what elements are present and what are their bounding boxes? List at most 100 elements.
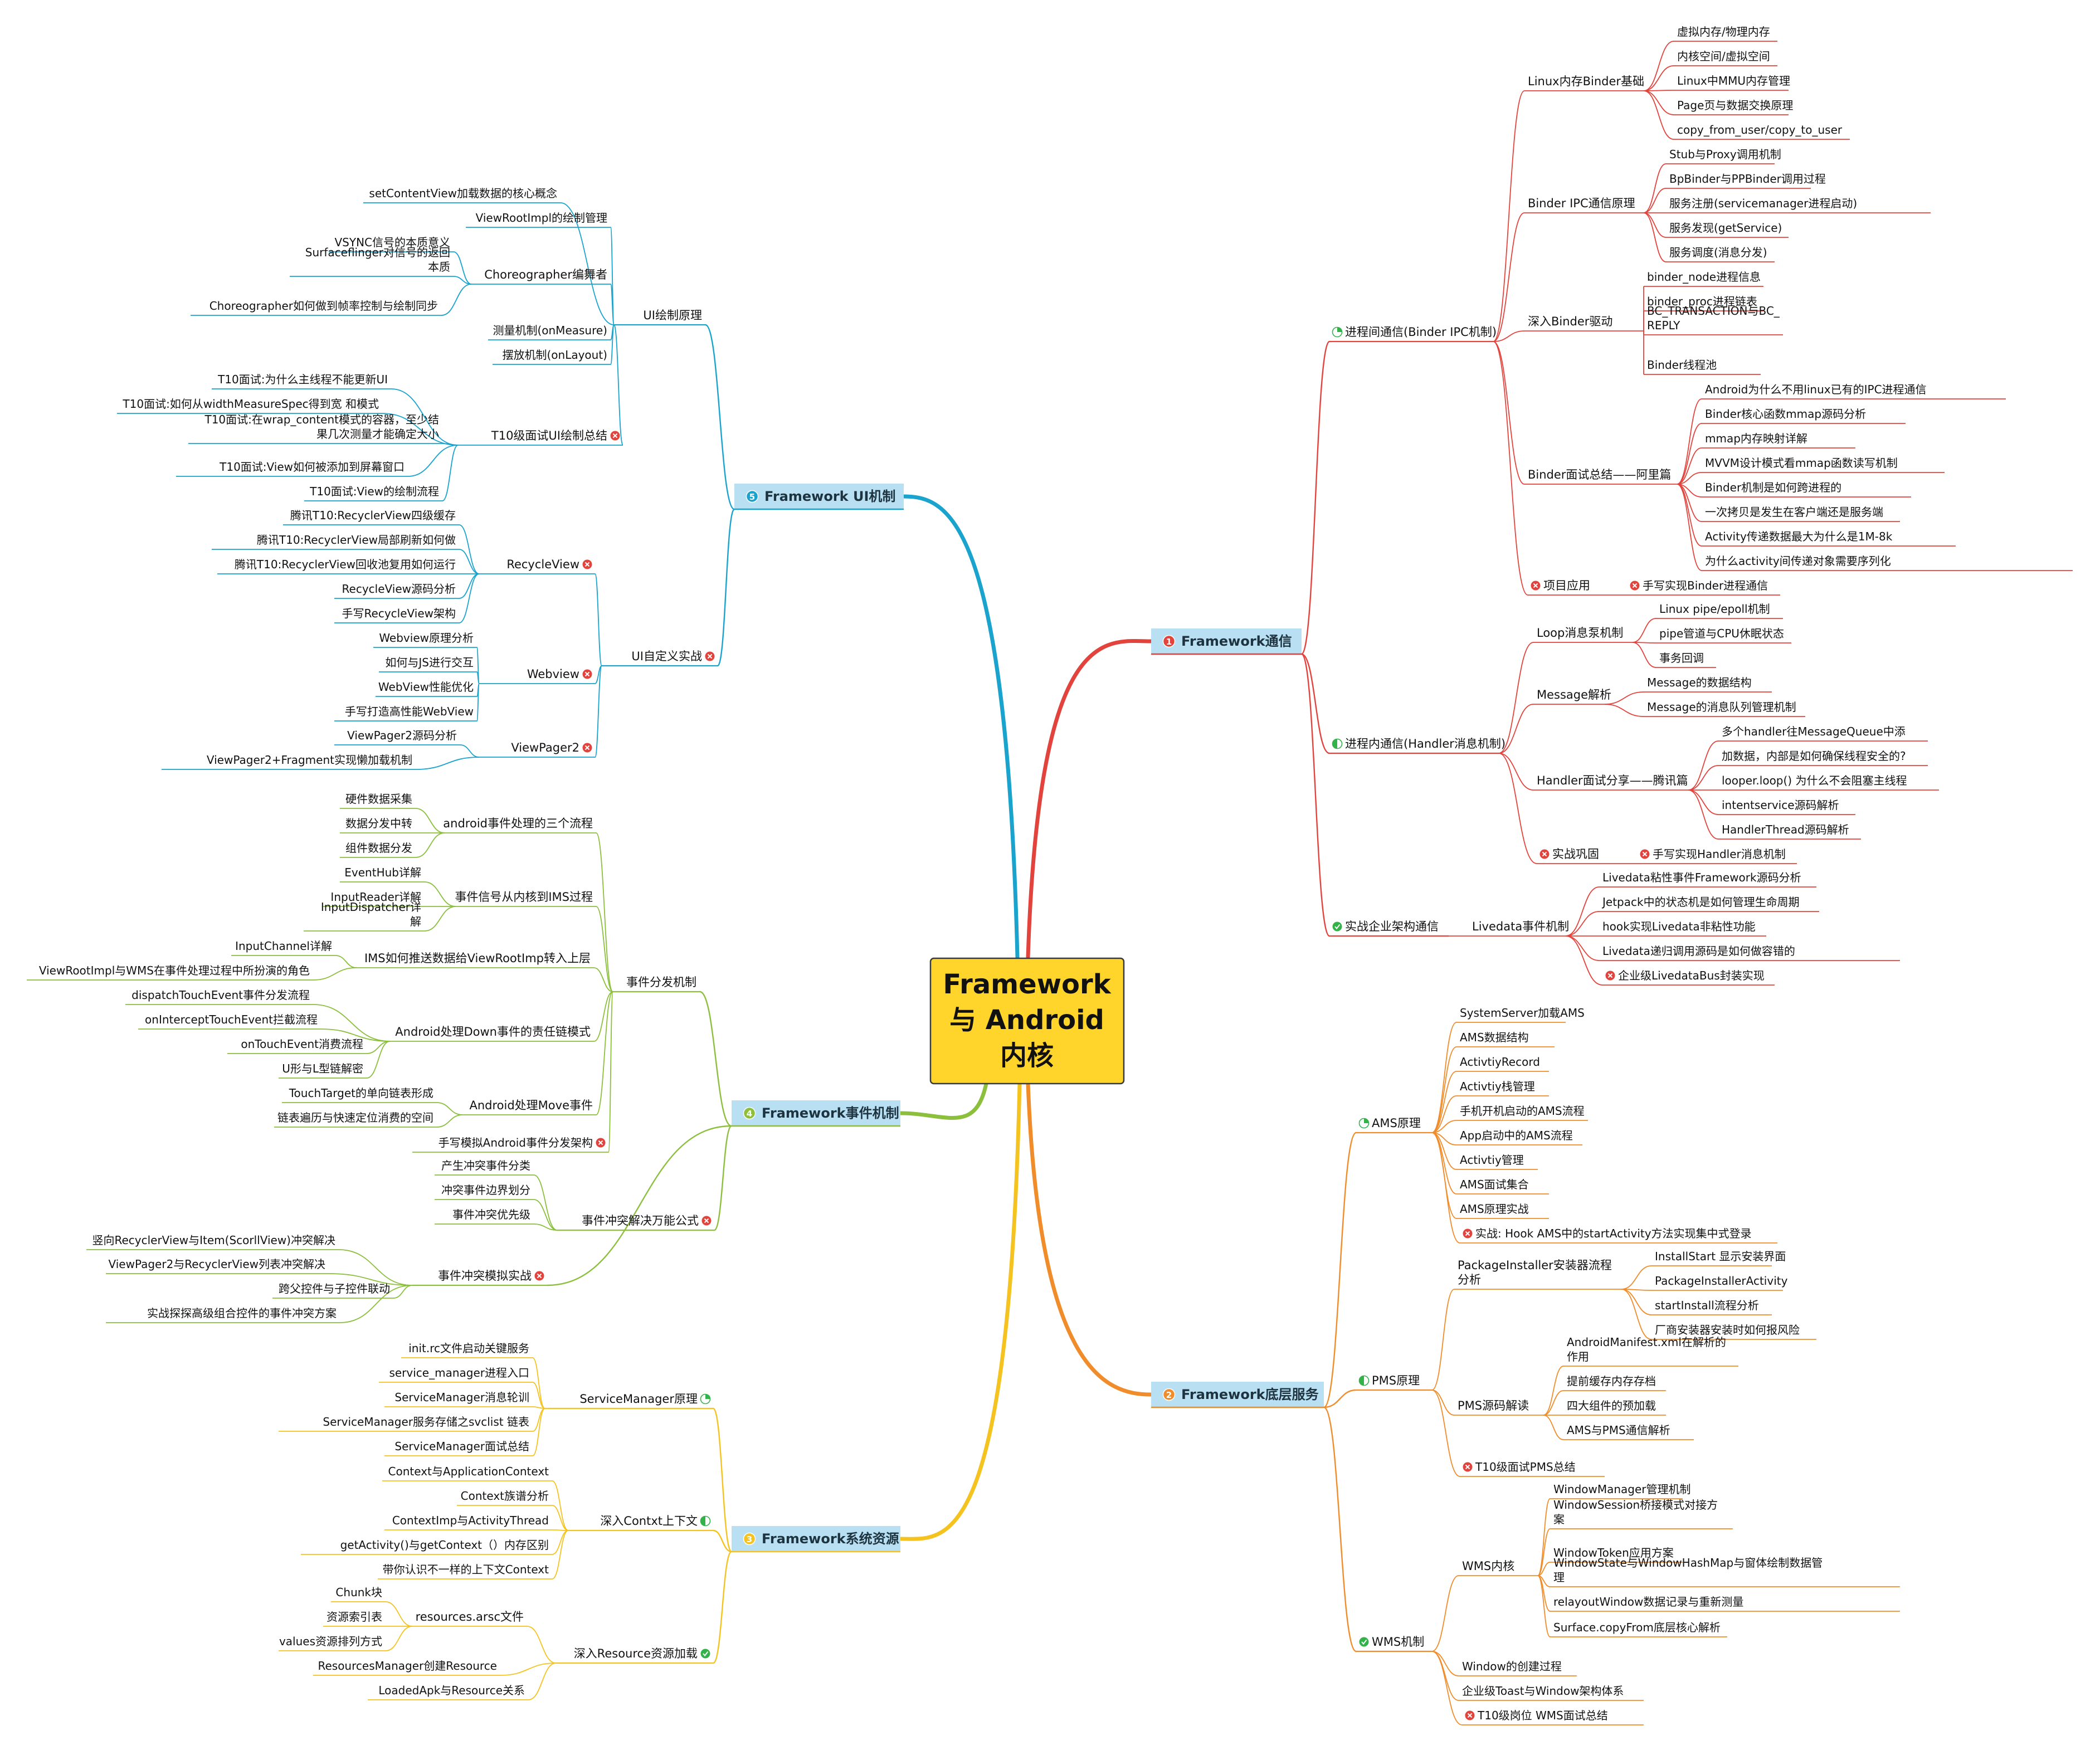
topic-node[interactable]: getActivity()与getContext（）内存区别 — [340, 1538, 549, 1552]
topic-node[interactable]: App启动中的AMS流程 — [1460, 1129, 1573, 1142]
topic-node[interactable]: values资源排列方式 — [279, 1635, 382, 1648]
topic-node[interactable]: WindowSession桥接模式对接方案 — [1553, 1498, 1718, 1526]
topic-node[interactable]: 事件分发机制 — [626, 976, 696, 989]
topic-node[interactable]: InputChannel详解 — [235, 939, 332, 953]
topic-node[interactable]: Chunk块 — [335, 1586, 382, 1599]
topic-node[interactable]: Context族谱分析 — [461, 1489, 549, 1503]
topic-node[interactable]: VSYNC信号的本质意义 — [334, 236, 450, 249]
topic-node[interactable]: Binder面试总结——阿里篇 — [1528, 468, 1671, 481]
topic-node[interactable]: 事务回调 — [1659, 651, 1704, 665]
topic-node[interactable]: 摆放机制(onLayout) — [502, 348, 607, 362]
topic-node[interactable]: IMS如何推送数据给ViewRootImp转入上层 — [364, 952, 591, 965]
topic-node[interactable]: 深入Resource资源加载 — [574, 1647, 698, 1660]
topic-node[interactable]: onTouchEvent消费流程 — [241, 1037, 363, 1051]
topic-node[interactable]: Loop消息泵机制 — [1537, 626, 1623, 640]
topic-node[interactable]: 虚拟内存/物理内存 — [1677, 25, 1770, 38]
topic-node[interactable]: Handler面试分享——腾讯篇 — [1537, 774, 1688, 787]
topic-node[interactable]: Message解析 — [1537, 688, 1611, 701]
topic-node[interactable]: Binder IPC通信原理 — [1528, 197, 1635, 210]
topic-node[interactable]: Activity传递数据最大为什么是1M-8k — [1705, 530, 1893, 543]
topic-node[interactable]: 手写实现Handler消息机制 — [1653, 847, 1786, 861]
topic-node[interactable]: 服务调度(消息分发) — [1669, 246, 1767, 259]
topic-node[interactable]: 数据分发中转 — [345, 817, 412, 830]
topic-node[interactable]: 内核空间/虚拟空间 — [1677, 50, 1770, 63]
topic-node[interactable]: T10面试:View如何被添加到屏幕窗口 — [219, 460, 405, 474]
topic-node[interactable]: T10级岗位 WMS面试总结 — [1477, 1709, 1608, 1722]
topic-node[interactable]: ActivtiyRecord — [1460, 1055, 1540, 1069]
topic-node[interactable]: MVVM设计模式看mmap函数读写机制 — [1705, 456, 1898, 470]
topic-node[interactable]: Message的数据结构 — [1647, 676, 1752, 689]
topic-node[interactable]: Choreographer如何做到帧率控制与绘制同步 — [209, 299, 438, 313]
topic-node[interactable]: AMS与PMS通信解析 — [1567, 1423, 1670, 1437]
topic-node[interactable]: 实战巩固 — [1552, 847, 1599, 861]
topic-node[interactable]: WindowState与WindowHashMap与窗体绘制数据管理 — [1553, 1556, 1823, 1584]
topic-node[interactable]: Android处理Down事件的责任链模式 — [395, 1025, 591, 1039]
topic-node[interactable]: PMS源码解读 — [1458, 1399, 1529, 1412]
topic-node[interactable]: RecycleView — [506, 558, 579, 571]
topic-node[interactable]: 进程间通信(Binder IPC机制) — [1345, 325, 1497, 339]
topic-node[interactable]: copy_from_user/copy_to_user — [1677, 123, 1843, 136]
topic-node[interactable]: InputDispatcher详解 — [321, 900, 421, 928]
topic-node[interactable]: ViewRootImpl与WMS在事件处理过程中所扮演的角色 — [39, 964, 310, 977]
topic-node[interactable]: BC_TRANSACTION与BC_REPLY — [1647, 304, 1780, 332]
topic-node[interactable]: Choreographer编舞者 — [484, 268, 607, 281]
topic-node[interactable]: 事件冲突模拟实战 — [438, 1269, 532, 1283]
topic-node[interactable]: EventHub详解 — [344, 866, 421, 879]
topic-node[interactable]: PMS原理 — [1372, 1374, 1420, 1387]
topic-node[interactable]: pipe管道与CPU休眠状态 — [1659, 627, 1784, 640]
topic-node[interactable]: T10级面试UI绘制总结 — [491, 429, 607, 442]
topic-node[interactable]: Webview — [527, 667, 579, 681]
topic-node[interactable]: 多个handler往MessageQueue中添 — [1722, 725, 1906, 738]
topic-node[interactable]: 测量机制(onMeasure) — [493, 324, 607, 337]
topic-node[interactable]: T10面试:如何从widthMeasureSpec得到宽 和模式 — [122, 397, 379, 411]
topic-node[interactable]: UI自定义实战 — [631, 650, 702, 663]
topic-node[interactable]: Binder机制是如何跨进程的 — [1705, 481, 1841, 494]
topic-node[interactable]: ViewPager2+Fragment实现懒加载机制 — [207, 753, 412, 767]
topic-node[interactable]: relayoutWindow数据记录与重新测量 — [1553, 1595, 1743, 1608]
topic-node[interactable]: T10面试:View的绘制流程 — [309, 485, 439, 498]
topic-node[interactable]: binder_proc进程链表 — [1647, 295, 1757, 308]
topic-node[interactable]: AMS原理实战 — [1460, 1202, 1529, 1216]
topic-node[interactable]: 企业级Toast与Window架构体系 — [1462, 1684, 1624, 1698]
topic-node[interactable]: 企业级LivedataBus封装实现 — [1618, 969, 1765, 982]
topic-node[interactable]: 手写实现Binder进程通信 — [1643, 579, 1768, 592]
topic-node[interactable]: binder_node进程信息 — [1647, 270, 1761, 284]
topic-node[interactable]: Jetpack中的状态机是如何管理生命周期 — [1601, 895, 1800, 909]
topic-node[interactable]: SystemServer加载AMS — [1460, 1006, 1585, 1020]
topic-node[interactable]: hook实现Livedata非粘性功能 — [1602, 920, 1756, 933]
topic-node[interactable]: Context与ApplicationContext — [388, 1465, 549, 1478]
topic-node[interactable]: 事件冲突优先级 — [452, 1208, 530, 1221]
topic-node[interactable]: LoadedApk与Resource关系 — [378, 1684, 525, 1697]
topic-node[interactable]: 产生冲突事件分类 — [441, 1159, 530, 1172]
topic-node[interactable]: Linux pipe/epoll机制 — [1659, 602, 1770, 616]
topic-node[interactable]: Page页与数据交换原理 — [1677, 99, 1793, 112]
topic-node[interactable]: Activtiy栈管理 — [1460, 1080, 1535, 1093]
topic-node[interactable]: 跨父控件与子控件联动 — [279, 1282, 390, 1295]
topic-node[interactable]: 提前缓存内存存档 — [1567, 1374, 1656, 1388]
topic-node[interactable]: Linux内存Binder基础 — [1528, 75, 1644, 88]
topic-node[interactable]: 竖向RecyclerView与Item(ScorllView)冲突解决 — [92, 1234, 335, 1247]
topic-node[interactable]: InstallStart 显示安装界面 — [1655, 1250, 1786, 1263]
topic-node[interactable]: Livedata递归调用源码是如何做容错的 — [1602, 944, 1795, 958]
topic-node[interactable]: 实战探探高级组合控件的事件冲突方案 — [147, 1306, 337, 1320]
topic-node[interactable]: BpBinder与PPBinder调用过程 — [1669, 172, 1826, 186]
topic-node[interactable]: resources.arsc文件 — [416, 1610, 524, 1624]
topic-node[interactable]: 项目应用 — [1543, 579, 1590, 592]
topic-node[interactable]: 链表遍历与快速定位消费的空间 — [277, 1111, 433, 1124]
topic-node[interactable]: 实战企业架构通信 — [1345, 920, 1439, 933]
topic-node[interactable]: AMS数据结构 — [1460, 1031, 1529, 1044]
topic-node[interactable]: WMS内核 — [1462, 1559, 1514, 1573]
topic-node[interactable]: 如何与JS进行交互 — [385, 656, 474, 669]
topic-node[interactable]: InputReader详解 — [330, 890, 421, 904]
topic-node[interactable]: U形与L型链解密 — [282, 1062, 363, 1075]
topic-node[interactable]: Surfaceflinger对信号的返回本质 — [305, 246, 450, 274]
topic-node[interactable]: 硬件数据采集 — [345, 792, 412, 806]
topic-node[interactable]: HandlerThread源码解析 — [1722, 823, 1849, 836]
topic-node[interactable]: Binder核心函数mmap源码分析 — [1705, 407, 1866, 421]
topic-node[interactable]: T10面试:为什么主线程不能更新UI — [217, 373, 388, 386]
topic-node[interactable]: WindowManager管理机制 — [1553, 1483, 1691, 1496]
topic-node[interactable]: 为什么activity间传递对象需要序列化 — [1705, 554, 1891, 568]
topic-node[interactable]: ServiceManager原理 — [579, 1392, 698, 1406]
topic-node[interactable]: setContentView加载数据的核心概念 — [369, 187, 557, 200]
